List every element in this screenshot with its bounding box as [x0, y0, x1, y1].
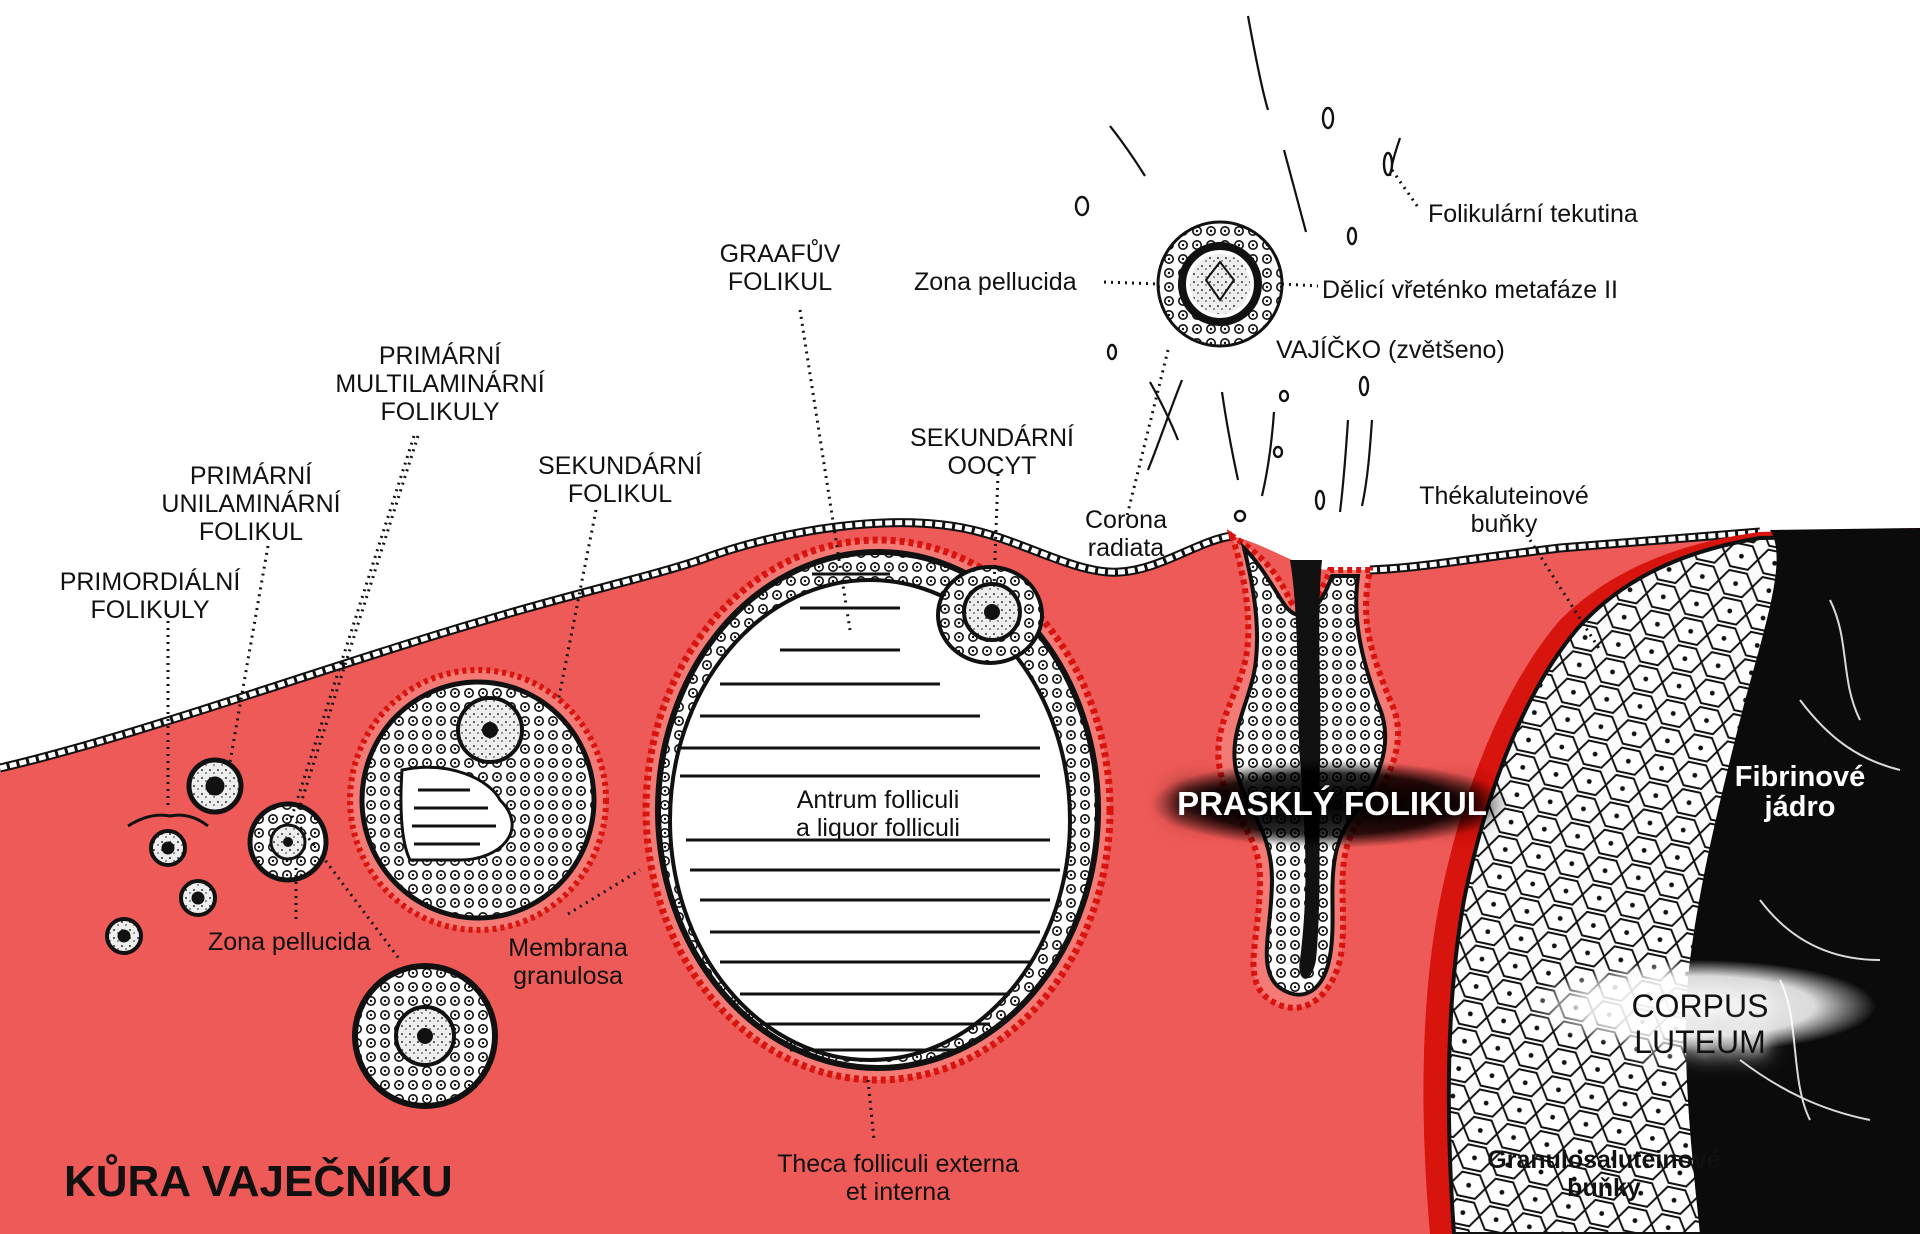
- egg-enlarged: [1158, 222, 1282, 346]
- label-corona-radiata: Corona radiata: [1085, 506, 1167, 562]
- label-graafian-follicle: GRAAFŮV FOLIKUL: [720, 240, 841, 296]
- primary-unilaminar-follicle: [250, 804, 326, 880]
- label-membrana-granulosa: Membrana granulosa: [508, 934, 628, 990]
- label-primary-unilaminar-follicle: PRIMÁRNÍ UNILAMINÁRNÍ FOLIKUL: [161, 462, 340, 546]
- label-antrum: Antrum folliculi a liquor folliculi: [796, 786, 960, 842]
- secondary-follicle: [350, 670, 606, 930]
- label-ovary-cortex: KŮRA VAJEČNÍKU: [64, 1158, 453, 1206]
- label-theca-lutein-cells: Thékaluteinové buňky: [1419, 482, 1589, 538]
- label-ruptured-follicle: PRASKLÝ FOLIKUL: [1177, 786, 1487, 822]
- label-secondary-follicle: SEKUNDÁRNÍ FOLIKUL: [538, 452, 702, 508]
- label-granulosa-lutein-cells: Granulosaluteinové buňky: [1487, 1146, 1720, 1202]
- label-primordial-follicles: PRIMORDIÁLNÍ FOLIKULY: [60, 568, 241, 624]
- label-secondary-oocyte: SEKUNDÁRNÍ OOCYT: [910, 424, 1074, 480]
- primary-multilaminar-follicle: [355, 966, 495, 1106]
- label-zona-pellucida: Zona pellucida: [208, 928, 371, 956]
- label-corpus-luteum: CORPUS LUTEUM: [1590, 988, 1810, 1060]
- label-theca-folliculi: Theca folliculi externa et interna: [777, 1150, 1019, 1206]
- label-fibrin-core: Fibrinové jádro: [1735, 762, 1866, 822]
- label-egg-enlarged: VAJÍČKO (zvětšeno): [1276, 336, 1505, 364]
- label-zona-pellucida-egg: Zona pellucida: [914, 268, 1077, 296]
- label-spindle: Dělicí vřeténko metafáze II: [1322, 276, 1618, 304]
- label-follicular-fluid: Folikulární tekutina: [1428, 200, 1638, 228]
- label-primary-multilaminar-follicles: PRIMÁRNÍ MULTILAMINÁRNÍ FOLIKULY: [335, 342, 544, 426]
